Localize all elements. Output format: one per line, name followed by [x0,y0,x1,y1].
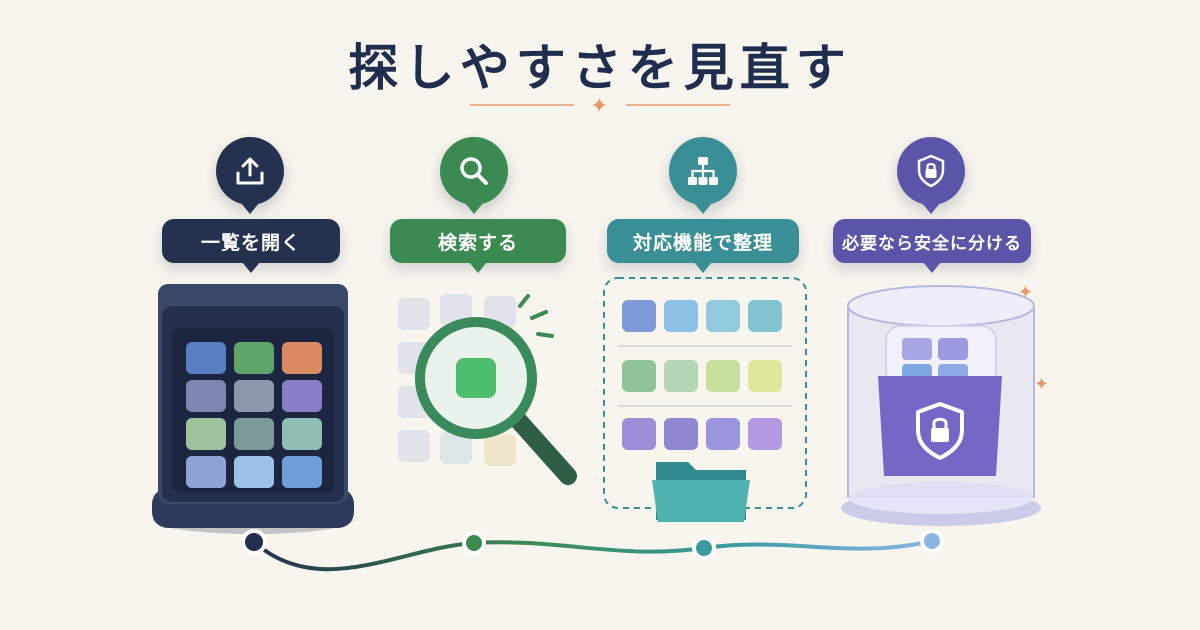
progress-node [692,536,716,560]
progress-node [462,531,486,555]
step-label-search: 検索する [390,219,566,273]
progress-node [241,529,267,555]
step-label-organize: 対応機能で整理 [607,219,799,273]
grouped-folder-illustration [603,277,807,522]
step-label-separate: 必要なら安全に分ける [833,219,1031,273]
page-title: 探しやすさを見直す [348,39,852,97]
title-divider-right [626,104,730,106]
magnifier-search-illustration [398,294,577,485]
shield-lock-icon [897,137,965,214]
step-label-open-list: 一覧を開く [162,219,340,273]
progress-node [920,529,944,553]
sparkle-icon: ✦ [1018,282,1034,303]
search-icon [440,137,508,214]
title-sparkle-icon: ✦ [590,94,609,119]
upload-tray-icon [216,137,284,214]
sparkle-icon: ✦ [1034,374,1050,395]
secure-container-illustration [841,285,1041,526]
tile-grid-device-illustration [152,284,354,534]
hierarchy-icon [669,137,737,214]
title-divider-left [470,104,574,106]
